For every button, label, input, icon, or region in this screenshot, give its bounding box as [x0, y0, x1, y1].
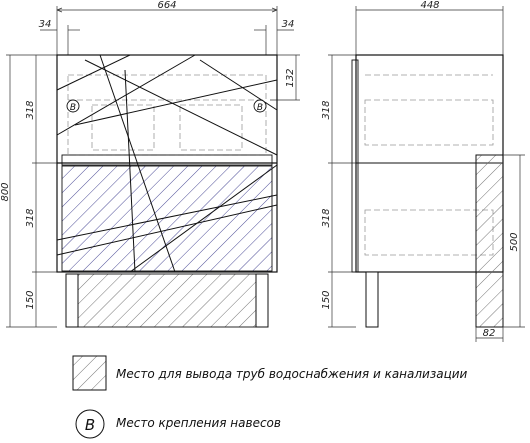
- section-middle-label: 318: [25, 208, 36, 227]
- side-offset-right-label: 34: [282, 19, 295, 30]
- total-height-label: 800: [0, 182, 11, 201]
- side-offset-dimensions: [40, 25, 294, 55]
- top-panel-dim-label: 132: [285, 68, 296, 87]
- side-section-middle-label: 318: [321, 208, 332, 227]
- section-legs-label: 150: [25, 290, 36, 309]
- side-height-dimensions: [328, 54, 356, 328]
- legend-pipe-zone-label: Место для вывода труб водоснабжения и ка…: [116, 367, 468, 381]
- mount-marker-left: B: [66, 99, 80, 113]
- legend-mount-symbol: B: [75, 409, 105, 439]
- front-decor-lines: [56, 54, 278, 273]
- front-height-dimensions: [6, 54, 57, 328]
- pipe-zone-side: [475, 154, 504, 328]
- svg-text:B: B: [257, 103, 263, 113]
- legend-hatch-swatch: [72, 355, 107, 391]
- legend-mount-label: Место крепления навесов: [116, 416, 281, 430]
- side-offset-left-label: 34: [39, 19, 52, 30]
- side-depth-label: 448: [420, 0, 439, 11]
- side-depth-dimension: [355, 6, 504, 55]
- pipe-zone-front: [61, 165, 273, 272]
- pipe-zone-legs: [65, 273, 269, 328]
- front-view: 664 34 34 800 318 318 150: [0, 0, 300, 328]
- side-leg: [365, 271, 379, 328]
- legend: B: [72, 355, 107, 439]
- front-width-label: 664: [157, 0, 176, 11]
- front-leg-right: [255, 273, 269, 328]
- top-panel-dimension: [270, 54, 300, 101]
- svg-text:B: B: [85, 416, 95, 434]
- side-section-legs-label: 150: [321, 290, 332, 309]
- side-view: 448 318 318 150: [321, 0, 525, 342]
- section-top-label: 318: [25, 100, 36, 119]
- pipe-zone-width-label: 82: [483, 328, 496, 339]
- pipe-zone-height-label: 500: [509, 232, 520, 251]
- front-leg-left: [65, 273, 79, 328]
- svg-text:B: B: [70, 103, 76, 113]
- cabinet-front: B B: [56, 54, 278, 328]
- mount-marker-right: B: [253, 99, 267, 113]
- pipe-zone-dimensions: [475, 154, 525, 342]
- front-width-dimension: [56, 6, 278, 55]
- side-section-top-label: 318: [321, 100, 332, 119]
